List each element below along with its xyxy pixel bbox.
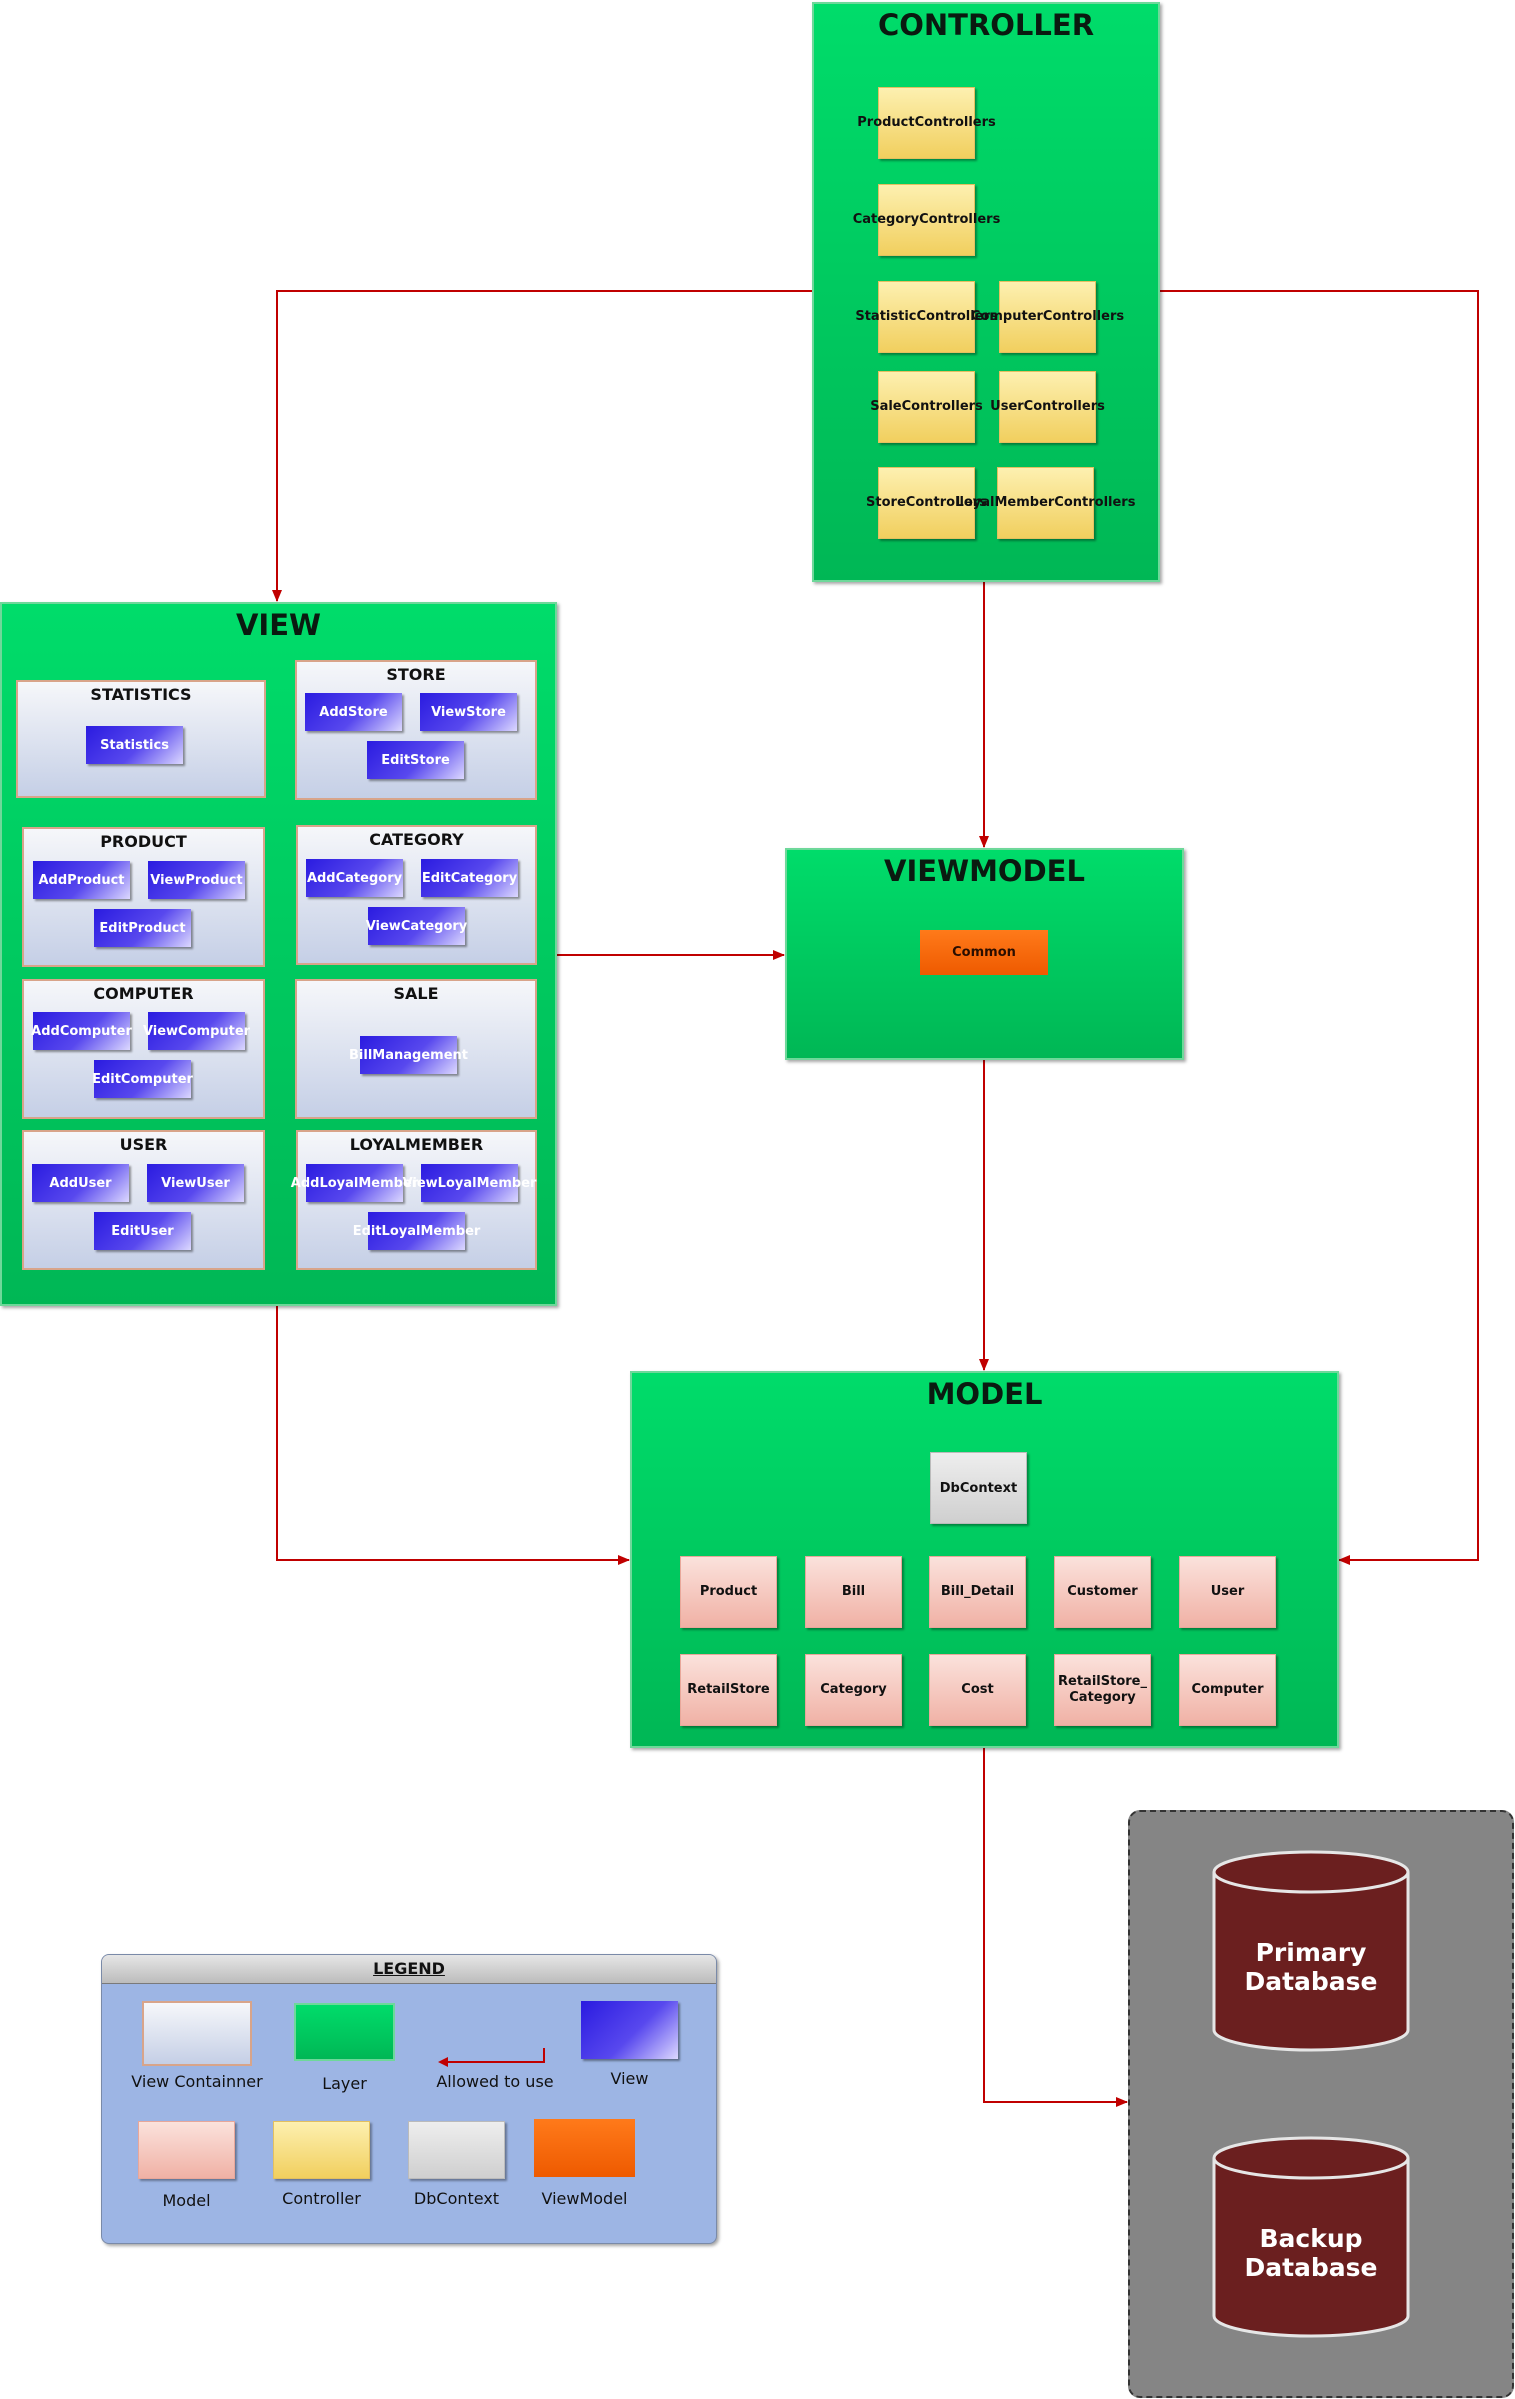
legend-swatch-view [581,2001,678,2059]
legend-swatch-viewmodel [534,2119,635,2177]
legend-label-dbcontext: DbContext [413,2189,500,2208]
view-box: AddCategory [306,859,403,897]
view-box: ViewStore [420,693,517,731]
view-box: EditProduct [94,909,191,947]
arrow-view-to-model [276,1306,630,1565]
primary-database: Primary Database [1212,1850,1410,2052]
view-container-title: STORE [386,665,446,684]
legend-swatch-view-container [142,2001,252,2066]
controller-layer: CONTROLLER [812,2,1160,582]
model-layer-title: MODEL [926,1377,1043,1411]
view-container-title: COMPUTER [93,984,194,1003]
backup-database-label: Backup Database [1244,2224,1378,2282]
view-box: ViewComputer [143,1012,250,1050]
view-box: AddProduct [33,861,130,899]
controller-box: SaleControllers [870,371,983,443]
legend-swatch-dbcontext [408,2121,505,2179]
arrow-controller-to-model [1159,290,1479,1565]
model-box: User [1179,1556,1276,1628]
view-container-title: CATEGORY [369,830,464,849]
view-box: AddStore [305,693,402,731]
controller-box: LoyalMemberControllers [956,467,1135,539]
legend-swatch-model [138,2121,235,2179]
model-box: Customer [1054,1556,1151,1628]
legend-label-view: View [610,2069,649,2088]
model-box: Bill_Detail [929,1556,1026,1628]
model-box: Bill [805,1556,902,1628]
database-cylinder-icon [1212,1850,1410,2052]
controller-layer-title: CONTROLLER [877,8,1095,42]
view-box: BillManagement [349,1036,468,1074]
legend-label-view-container: View Containner [131,2072,263,2091]
view-box: ViewCategory [366,907,467,945]
legend-label-model: Model [162,2191,211,2210]
controller-box: StoreControllers [866,467,987,539]
view-container-title: LOYALMEMBER [349,1135,484,1154]
view-box: ViewUser [147,1164,244,1202]
view-box: ViewProduct [148,861,245,899]
model-box: Category [805,1654,902,1726]
view-container-title: SALE [393,984,439,1003]
model-box: Computer [1179,1654,1276,1726]
view-box: AddComputer [31,1012,132,1050]
backup-database: Backup Database [1212,2136,1410,2338]
database-cylinder-icon [1212,2136,1410,2338]
dbcontext-box: DbContext [930,1452,1027,1524]
controller-box: ProductControllers [857,87,996,159]
legend-label-layer: Layer [322,2074,367,2093]
view-box: EditLoyalMember [353,1212,480,1250]
view-container-title: USER [119,1135,168,1154]
model-box: RetailStore_ Category [1054,1654,1151,1726]
model-box: RetailStore [680,1654,777,1726]
controller-box: StatisticControllers [855,281,998,353]
view-box: ViewLoyalMember [403,1164,536,1202]
view-box: AddUser [32,1164,129,1202]
arrow-controller-to-view [272,290,812,602]
primary-database-label: Primary Database [1244,1938,1378,1996]
view-box: EditComputer [92,1060,193,1098]
legend-swatch-controller [273,2121,370,2179]
view-box: EditCategory [421,859,518,897]
legend-arrow-icon [438,2048,545,2067]
viewmodel-box: Common [920,930,1048,975]
legend-label-controller: Controller [282,2189,361,2208]
view-box: AddLoyalMember [291,1164,418,1202]
view-box: EditUser [94,1212,191,1250]
model-box: Cost [929,1654,1026,1726]
legend-title: LEGEND [102,1955,716,1984]
view-box: Statistics [86,726,183,764]
viewmodel-layer-title: VIEWMODEL [884,854,1085,888]
legend-swatch-layer [294,2003,395,2061]
view-container-title: STATISTICS [90,685,192,704]
legend-label-viewmodel: ViewModel [541,2189,628,2208]
model-box: Product [680,1556,777,1628]
view-container-title: PRODUCT [100,832,187,851]
arrow-model-to-database [983,1748,1128,2107]
controller-box: ComputerControllers [971,281,1124,353]
legend-label-allowed: Allowed to use [436,2072,554,2091]
view-layer-title: VIEW [235,608,322,642]
controller-box: CategoryControllers [853,184,1000,256]
controller-box: UserControllers [990,371,1105,443]
view-box: EditStore [367,741,464,779]
